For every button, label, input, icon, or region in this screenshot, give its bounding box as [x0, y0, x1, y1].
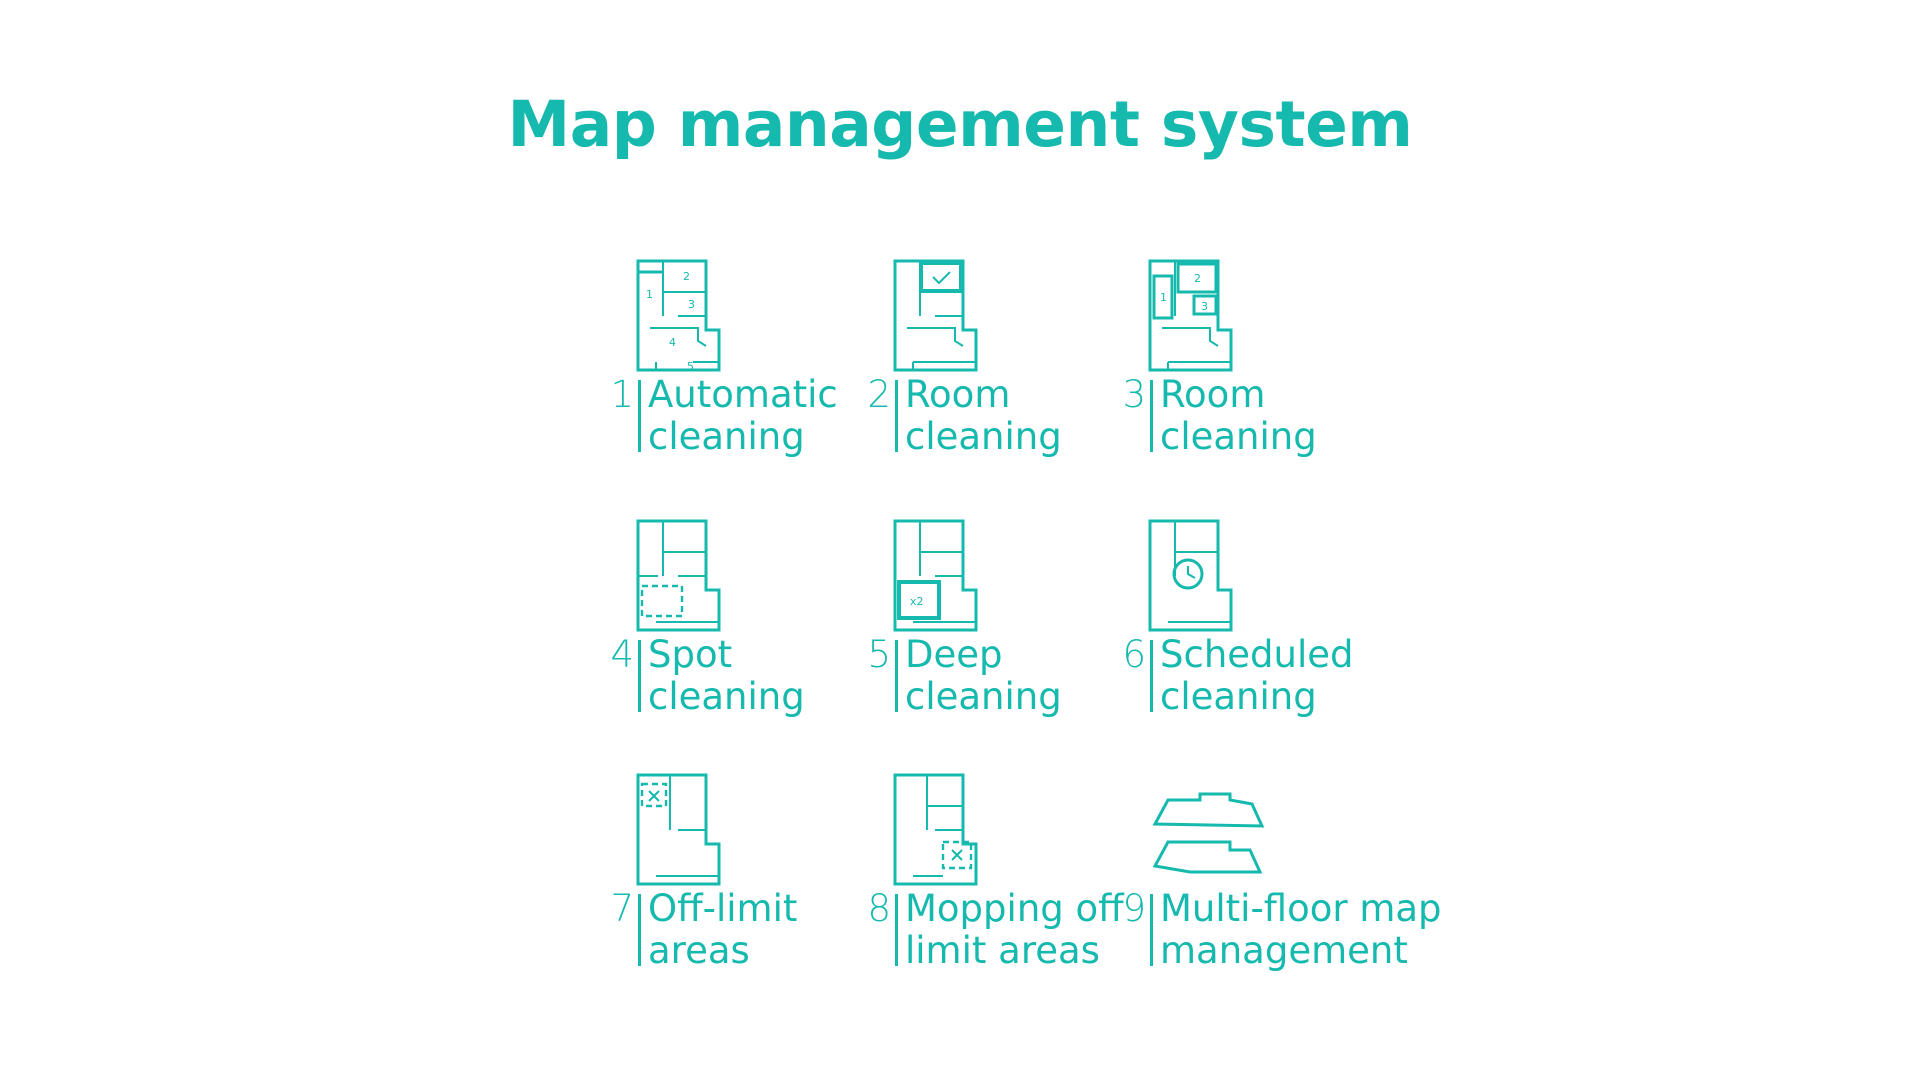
separator: [895, 640, 898, 712]
room-label: 2: [1194, 272, 1201, 285]
feature-number: 4: [610, 633, 634, 676]
floorplan-schedule-clock-icon: [1148, 519, 1233, 632]
floorplan-numbered-rooms-icon: 1 2 3 4 5: [636, 259, 721, 373]
feature-number: 5: [867, 633, 891, 676]
feature-number: 6: [1122, 633, 1146, 676]
feature-number: 2: [867, 373, 891, 416]
room-label: 1: [1160, 291, 1167, 304]
separator: [638, 380, 641, 452]
separator: [895, 894, 898, 966]
room-label: 3: [1201, 300, 1208, 313]
room-label: 5: [687, 360, 694, 373]
feature-number: 7: [610, 887, 634, 930]
floorplan-room-selection-icon: 1 2 3: [1148, 259, 1233, 372]
floorplan-spot-area-icon: [636, 519, 721, 632]
separator: [638, 640, 641, 712]
separator: [638, 894, 641, 966]
separator: [1150, 894, 1153, 966]
repeat-badge: x2: [910, 595, 924, 608]
room-label: 1: [646, 288, 653, 301]
room-label: 4: [669, 336, 676, 349]
feature-number: 9: [1122, 887, 1146, 930]
feature-number: 8: [867, 887, 891, 930]
separator: [1150, 640, 1153, 712]
room-label: 2: [683, 270, 690, 283]
floorplan-off-limit-icon: [636, 773, 721, 886]
floorplan-deep-clean-icon: x2: [893, 519, 978, 632]
room-label: 3: [688, 298, 695, 311]
page-title: Map management system: [507, 88, 1413, 161]
floorplan-room-checked-icon: [893, 259, 978, 372]
feature-number: 3: [1122, 373, 1146, 416]
stacked-floors-icon: [1152, 792, 1265, 874]
separator: [895, 380, 898, 452]
separator: [1150, 380, 1153, 452]
floorplan-mop-off-limit-icon: [893, 773, 978, 886]
feature-number: 1: [610, 373, 634, 416]
